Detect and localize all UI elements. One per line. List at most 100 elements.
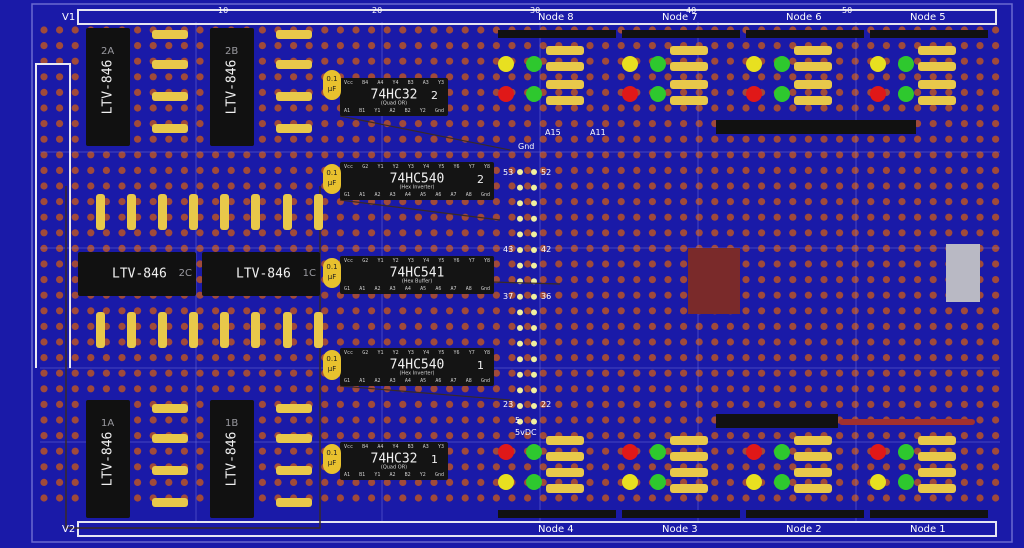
header-pin-label: 22 (541, 400, 552, 409)
relay (688, 248, 740, 314)
pin-header (746, 30, 864, 38)
resistor (546, 484, 584, 493)
optocoupler-2b: 2B LTV-846 (210, 28, 254, 146)
header-pin-label: A15 (545, 128, 561, 137)
opto-id: 1B (225, 418, 239, 429)
node-label-bottom: Node 1 (910, 524, 946, 535)
header-pin (517, 340, 523, 347)
header-pin (531, 169, 537, 175)
led (774, 86, 790, 102)
resistor (276, 30, 312, 39)
chip-name: 74HC540 (389, 171, 445, 187)
pin-header (870, 30, 988, 38)
resistor (158, 194, 167, 230)
resistor (152, 404, 188, 413)
resistor (670, 62, 708, 71)
opto-name: LTV-846 (100, 431, 116, 487)
header-pin (517, 262, 523, 269)
led (746, 444, 762, 460)
board-outline (31, 3, 1013, 543)
led (650, 86, 666, 102)
led (898, 474, 914, 490)
header-pin (517, 403, 523, 409)
led (526, 86, 542, 102)
pin-header (746, 510, 864, 518)
header-pin (517, 309, 523, 316)
led (870, 86, 886, 102)
led (870, 56, 886, 72)
resistor (546, 46, 584, 55)
header-pin (517, 184, 523, 191)
resistor (794, 436, 832, 445)
resistor (794, 468, 832, 477)
resistor (918, 484, 956, 493)
header-pin (531, 200, 537, 207)
header-pin (531, 247, 537, 253)
pin-header (622, 510, 740, 518)
header-pin (517, 371, 523, 378)
node-label-top: Node 8 (538, 12, 574, 23)
header-pin (531, 309, 537, 316)
bus-wire (35, 63, 71, 368)
opto-id: 2B (225, 46, 239, 57)
header-pin-label: 23 (503, 400, 514, 409)
led (774, 474, 790, 490)
pin-header (870, 510, 988, 518)
optocoupler-1c: LTV-846 1C (202, 252, 320, 296)
header-pin (517, 200, 523, 207)
led (774, 444, 790, 460)
led (526, 56, 542, 72)
header-pin (531, 371, 537, 378)
resistor (794, 62, 832, 71)
node-label-top: Node 7 (662, 12, 698, 23)
led (526, 444, 542, 460)
header-pin-label: 36 (541, 292, 552, 301)
header-pin (517, 231, 523, 238)
header-pin-label: 5vDC (515, 428, 537, 437)
led (898, 86, 914, 102)
column-tick: 30 (530, 6, 541, 15)
chip-name: 74HC540 (389, 357, 445, 373)
resistor (918, 62, 956, 71)
power-connector (946, 244, 980, 302)
resistor (283, 312, 292, 348)
resistor (918, 80, 956, 89)
resistor (546, 96, 584, 105)
resistor (918, 96, 956, 105)
header-pin (517, 387, 523, 394)
chip-number: 1 (431, 452, 438, 466)
led (650, 444, 666, 460)
header-pin (517, 247, 523, 253)
resistor (189, 312, 198, 348)
wire (339, 385, 511, 401)
chip-number: 2 (431, 88, 438, 102)
node-label-bottom: Node 2 (786, 524, 822, 535)
led (650, 474, 666, 490)
header-pin-label: A11 (590, 128, 606, 137)
opto-name: LTV-846 (224, 431, 240, 487)
node-label-top: Node 6 (786, 12, 822, 23)
opto-name: LTV-846 (224, 59, 240, 115)
resistor (670, 96, 708, 105)
led (498, 444, 514, 460)
resistor (152, 124, 188, 133)
header-pin-label: 43 (503, 245, 514, 254)
resistor (152, 466, 188, 475)
pin-header (498, 510, 616, 518)
resistor (152, 60, 188, 69)
resistor (220, 194, 229, 230)
resistor (251, 312, 260, 348)
resistor (127, 312, 136, 348)
resistor (276, 92, 312, 101)
opto-id: 1C (302, 268, 316, 279)
wire (339, 115, 511, 151)
chip-number: 1 (477, 358, 484, 372)
resistor (918, 468, 956, 477)
header-pin-label: 52 (541, 168, 552, 177)
